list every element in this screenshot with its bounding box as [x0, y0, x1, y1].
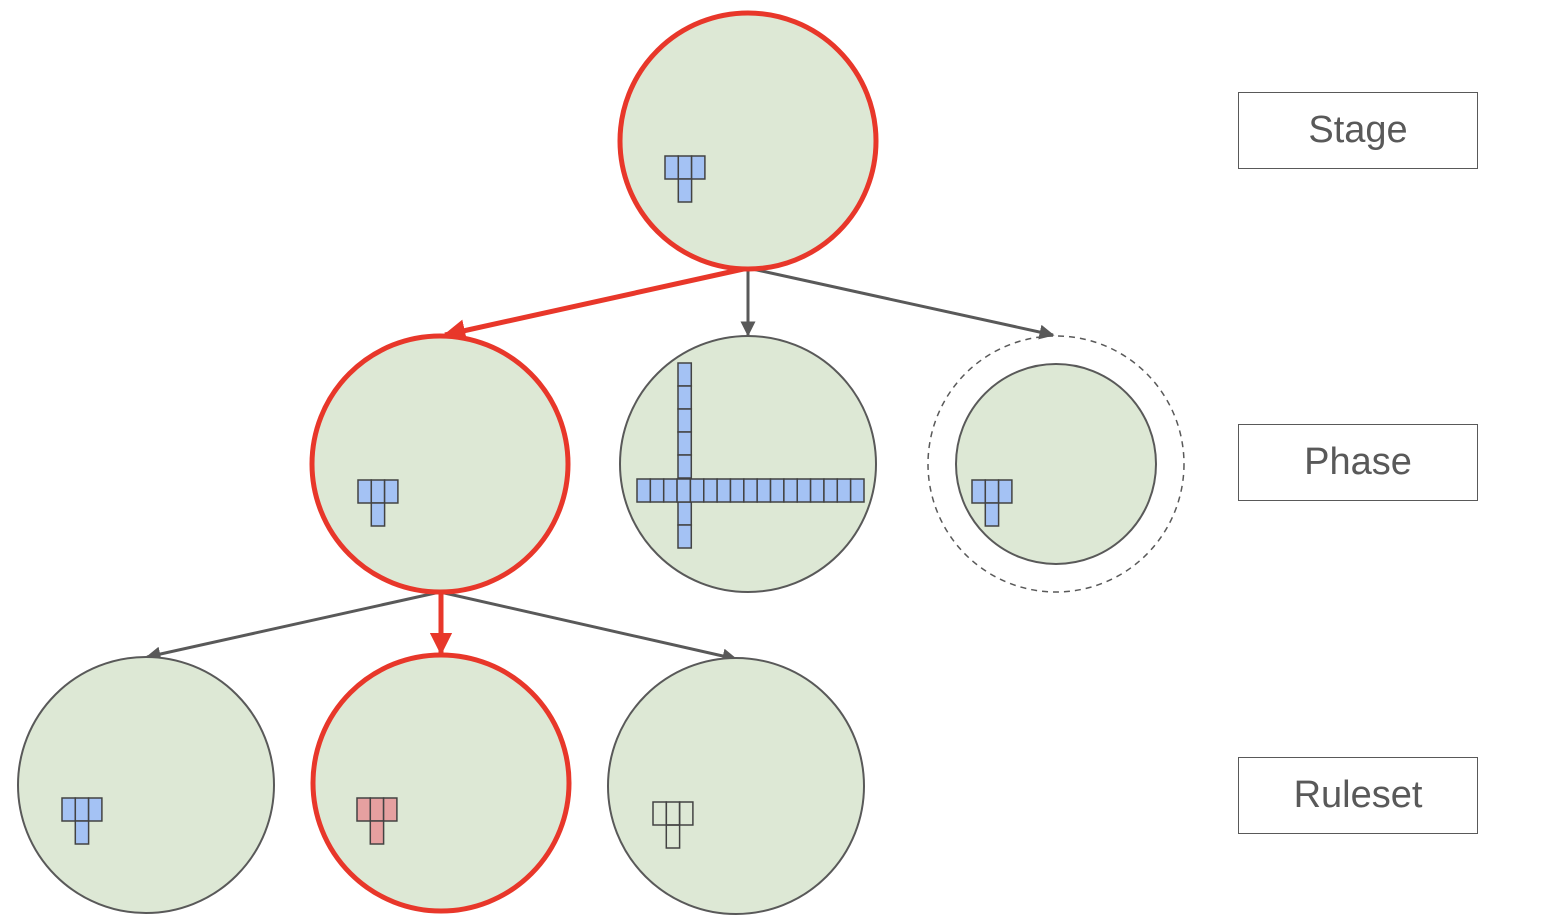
grid-cell	[74, 820, 90, 845]
grid-cell	[836, 478, 852, 503]
grid-cell	[382, 797, 398, 822]
legend-phase-label: Phase	[1304, 441, 1412, 483]
edge-stage-to-phase-1	[442, 265, 749, 342]
node-circle	[17, 656, 275, 914]
node-phase-2	[619, 335, 877, 593]
glyph-cross-blue	[636, 362, 865, 549]
grid-cell	[984, 502, 1000, 527]
grid-cell	[370, 502, 386, 527]
glyph-t-red	[356, 797, 398, 845]
legend-ruleset-label: Ruleset	[1293, 774, 1423, 816]
node-circle	[309, 333, 571, 595]
glyph-t-blue	[61, 797, 103, 845]
glyph-t-empty	[652, 801, 694, 849]
grid-cell	[357, 479, 373, 504]
edge-phase-1-to-ruleset-3	[439, 590, 738, 664]
grid-cell	[743, 478, 758, 503]
node-ruleset-3	[607, 657, 865, 915]
grid-cell	[664, 155, 680, 180]
legend-stage-box: Stage	[1238, 92, 1478, 169]
grid-cell	[729, 478, 745, 503]
legend-phase-box: Phase	[1238, 424, 1478, 501]
grid-cell	[690, 155, 706, 180]
grid-cell	[677, 362, 693, 387]
node-phase-3	[927, 335, 1185, 593]
grid-cell	[87, 797, 103, 822]
grid-cell	[677, 385, 693, 410]
grid-cell	[823, 478, 839, 503]
legend-ruleset-box: Ruleset	[1238, 757, 1478, 834]
grid-cell	[677, 524, 693, 549]
node-phase-1	[309, 333, 571, 595]
grid-cell	[677, 408, 693, 433]
grid-cell	[356, 797, 372, 822]
node-circle	[619, 335, 877, 593]
glyph-t-blue	[357, 479, 399, 527]
grid-cell	[677, 501, 693, 526]
grid-cell	[369, 797, 385, 822]
grid-cell	[703, 478, 718, 503]
grid-cell	[383, 479, 399, 504]
grid-cell	[61, 797, 77, 822]
grid-cell	[769, 478, 785, 503]
grid-cell	[849, 478, 865, 503]
grid-cell	[971, 479, 987, 504]
grid-cell	[677, 178, 693, 203]
node-circle	[955, 363, 1157, 565]
grid-cell	[677, 454, 693, 479]
grid-cell	[636, 478, 652, 503]
grid-cell	[676, 478, 692, 503]
grid-cell	[716, 478, 732, 503]
grid-cell	[665, 824, 681, 849]
node-ruleset-1	[17, 656, 275, 914]
node-circle	[310, 652, 572, 914]
grid-cell	[649, 478, 665, 503]
grid-cell	[689, 478, 705, 503]
node-circle	[607, 657, 865, 915]
grid-cell	[783, 478, 798, 503]
node-ruleset-2	[310, 652, 572, 914]
grid-cell	[74, 797, 90, 822]
grid-cell	[678, 801, 694, 826]
grid-cell	[370, 479, 386, 504]
grid-cell	[662, 478, 678, 503]
grid-cell	[677, 155, 693, 180]
grid-cell	[369, 820, 385, 845]
edges	[145, 265, 1055, 664]
glyph-t-blue	[971, 479, 1013, 527]
node-stage	[617, 10, 879, 272]
grid-cell	[809, 478, 825, 503]
grid-cell	[756, 478, 772, 503]
grid-cell	[677, 431, 693, 456]
node-circle	[617, 10, 879, 272]
grid-cell	[997, 479, 1013, 504]
grid-cell	[984, 479, 1000, 504]
legend-stage-label: Stage	[1308, 109, 1408, 151]
edge-stage-to-phase-3	[747, 266, 1055, 340]
nodes	[17, 10, 1185, 915]
edge-phase-1-to-ruleset-1	[145, 590, 441, 662]
dashed-ring	[927, 335, 1185, 593]
grid-cell	[796, 478, 812, 503]
glyph-t-blue	[664, 155, 706, 203]
